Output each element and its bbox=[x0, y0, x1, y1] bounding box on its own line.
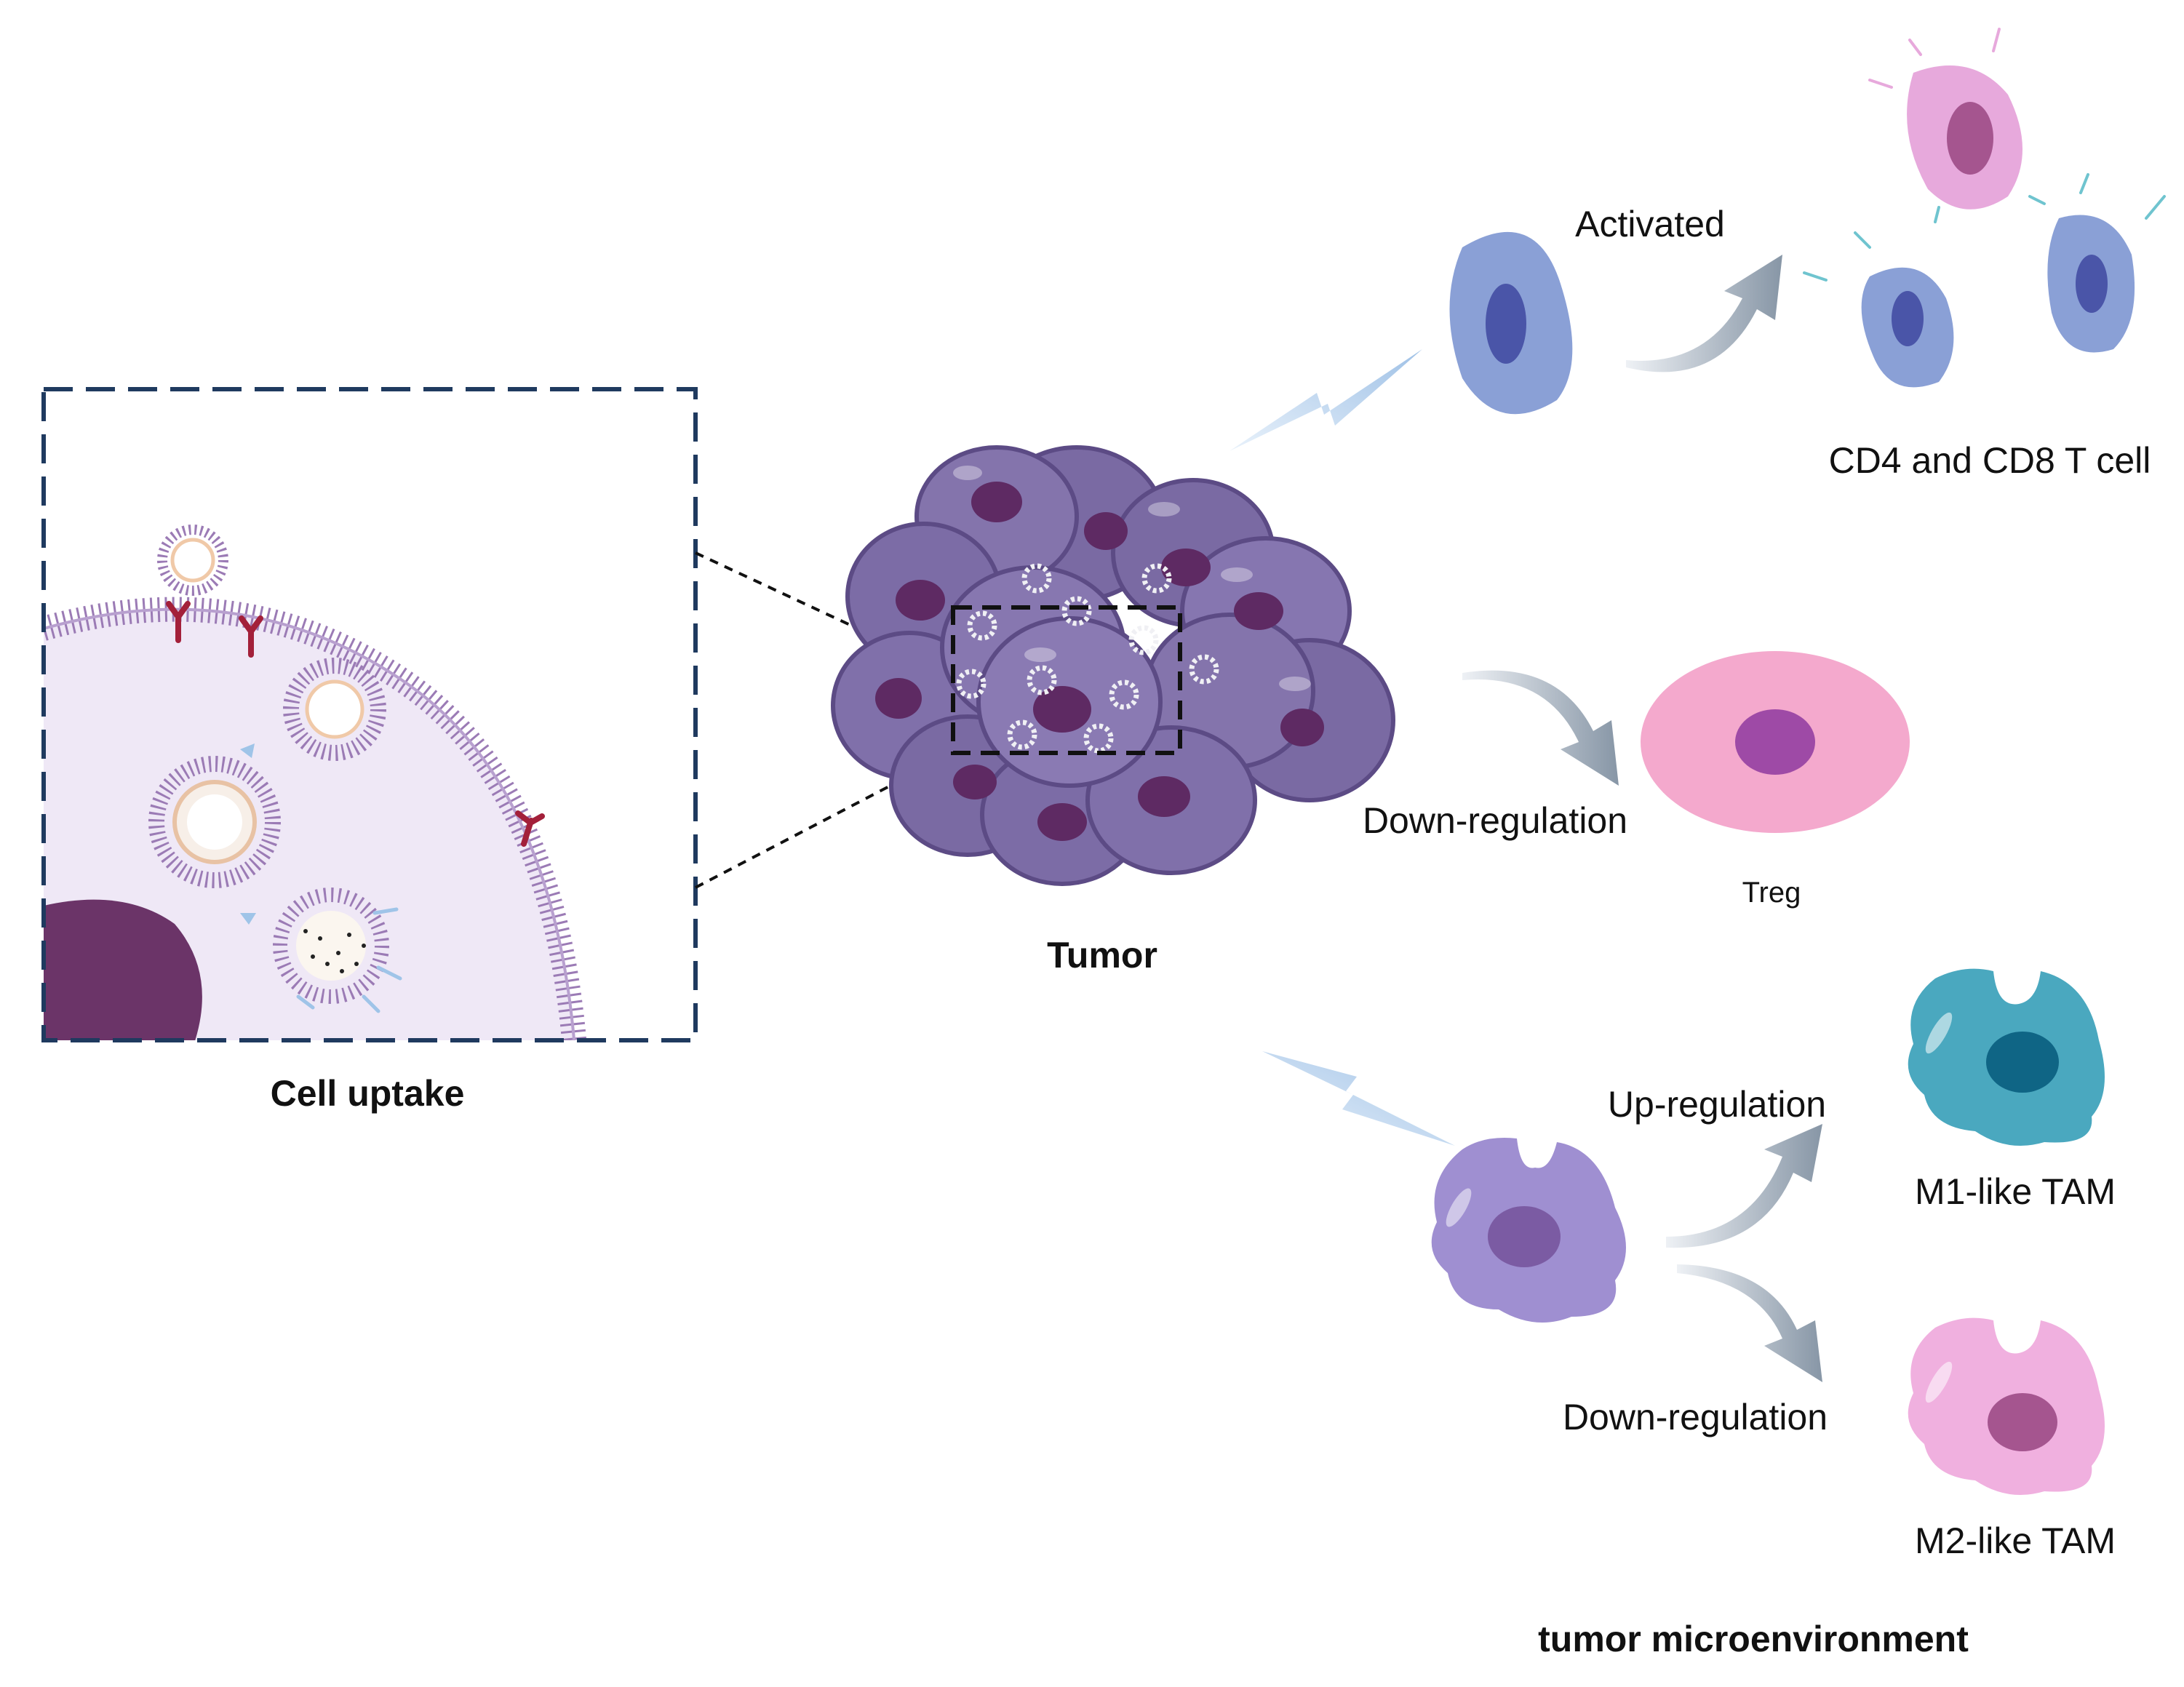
inset-frame bbox=[41, 387, 698, 1042]
antibody-icon bbox=[166, 601, 545, 847]
tumor-microenvironment-label: tumor microenvironment bbox=[1538, 1619, 1969, 1659]
curved-arrow-icon bbox=[1666, 1124, 1822, 1248]
transport-arrow-icon bbox=[240, 743, 256, 925]
treg-down-regulation-label: Down-regulation bbox=[1363, 800, 1627, 841]
nanoparticle-icon bbox=[956, 563, 1219, 754]
vesicle-icon bbox=[148, 525, 402, 1013]
lightning-icon bbox=[1262, 1051, 1455, 1146]
m2-tam-label: M2-like TAM bbox=[1915, 1520, 2116, 1561]
lightning-icon bbox=[1230, 349, 1422, 451]
activated-label: Activated bbox=[1575, 204, 1725, 244]
up-regulation-label: Up-regulation bbox=[1608, 1084, 1826, 1125]
treg-cell bbox=[1641, 651, 1910, 833]
tumor-zoom-frame bbox=[951, 605, 1182, 755]
cell-uptake-label: Cell uptake bbox=[271, 1073, 465, 1114]
activated-t-cells bbox=[1803, 28, 2166, 388]
curved-arrow-icon bbox=[1677, 1264, 1822, 1382]
treg-label: Treg bbox=[1742, 877, 1801, 909]
m1-tam-cell bbox=[1908, 968, 2105, 1146]
t-cell-label: CD4 and CD8 T cell bbox=[1829, 440, 2151, 481]
tumor-cluster bbox=[831, 445, 1395, 886]
cell-uptake-inset bbox=[41, 387, 698, 1042]
tam-down-regulation-label: Down-regulation bbox=[1563, 1397, 1828, 1437]
m1-tam-label: M1-like TAM bbox=[1915, 1171, 2116, 1212]
m2-tam-cell bbox=[1908, 1317, 2105, 1495]
curved-arrow-icon bbox=[1626, 255, 1782, 372]
macrophage-cell bbox=[1431, 1138, 1626, 1323]
cell-nucleus bbox=[44, 899, 202, 1040]
naive-t-cell bbox=[1449, 231, 1573, 415]
curved-arrow-icon bbox=[1462, 670, 1619, 786]
tumor-label: Tumor bbox=[1047, 935, 1157, 976]
